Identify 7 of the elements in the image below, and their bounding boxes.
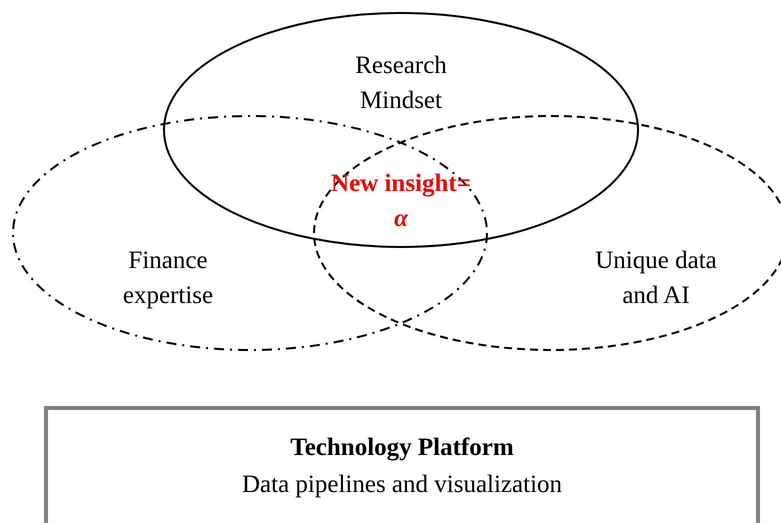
set-label: Research Mindset (354, 51, 448, 116)
box-title: Technology Platform (289, 433, 515, 463)
platform-box (44, 406, 760, 523)
box-subtitle: Data pipelines and visualization (240, 470, 564, 500)
set-label: Unique data and AI (594, 246, 718, 311)
overlap-label: New insight= α (330, 169, 472, 234)
set-label: Finance expertise (122, 246, 214, 311)
